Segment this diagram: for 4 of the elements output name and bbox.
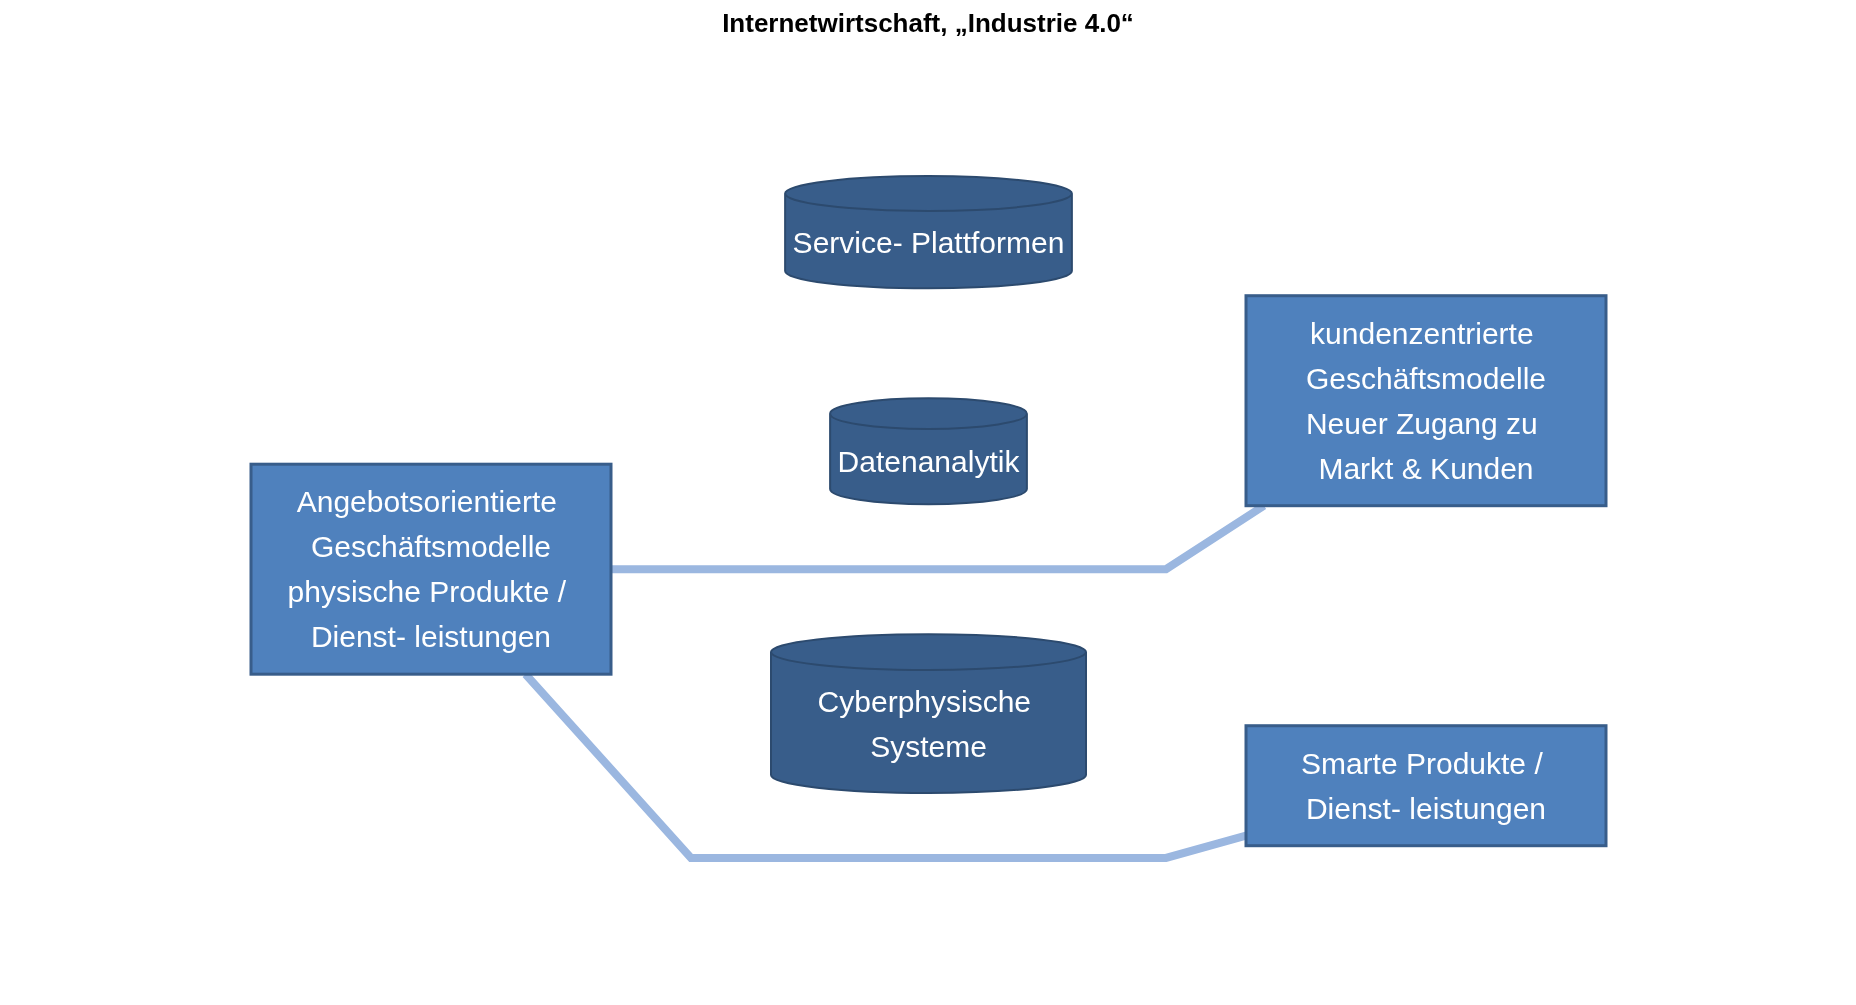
node-box: Smarte Produkte / Dienst- leistungen — [1244, 724, 1607, 848]
node-box: Angebotsorientierte Geschäftsmodelle physische Produkte / Dienst- leistungen — [249, 462, 612, 676]
node-box: kundenzentrierte Geschäftsmodelle Neuer Zugang zu Markt & Kunden — [1244, 294, 1607, 508]
stack-heading: Internetwirtschaft, „Industrie 4.0“ — [721, 8, 1135, 39]
